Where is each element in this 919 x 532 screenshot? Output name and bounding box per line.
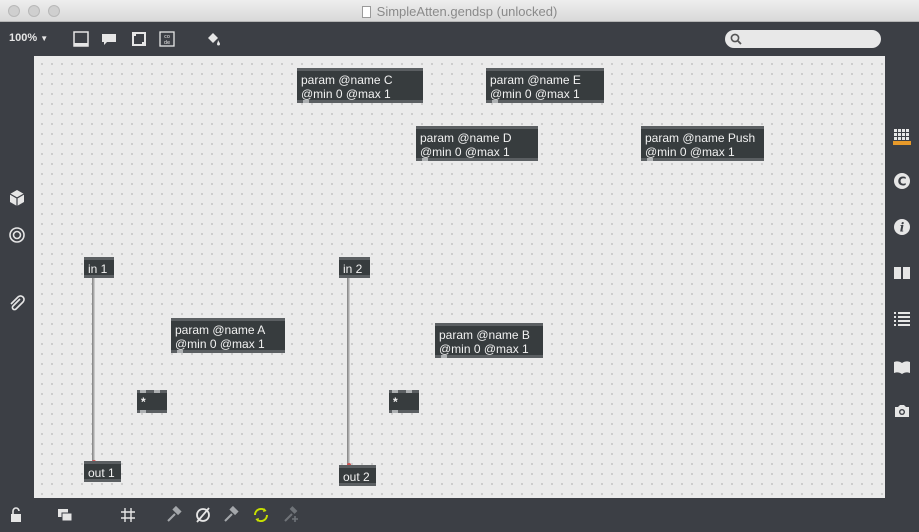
debug-hammer-icon[interactable]	[222, 506, 240, 524]
inlet[interactable]	[140, 390, 146, 393]
outlet[interactable]	[492, 100, 498, 103]
grid-palette-icon[interactable]	[893, 128, 911, 146]
null-icon[interactable]	[194, 506, 212, 524]
camera-icon[interactable]	[893, 402, 911, 420]
svg-text:i: i	[900, 221, 905, 235]
in-object-2[interactable]: in 2	[339, 257, 370, 278]
chevron-down-icon: ▼	[40, 34, 49, 43]
svg-text:co: co	[164, 34, 170, 40]
param-e-range: @min 0 @max 1	[490, 87, 580, 101]
inlet[interactable]	[406, 390, 412, 393]
info-icon[interactable]: i	[893, 218, 911, 236]
grid-icon[interactable]	[119, 506, 137, 524]
out-object-2[interactable]: out 2	[339, 465, 376, 486]
right-sidebar: C i	[885, 56, 919, 498]
param-object-push[interactable]: param @name Push @min 0 @max 1	[641, 126, 764, 161]
outlet[interactable]	[647, 158, 653, 161]
bottom-toolbar	[0, 498, 919, 532]
cube-icon[interactable]	[8, 189, 26, 207]
target-icon[interactable]	[8, 226, 26, 244]
list-icon[interactable]	[893, 310, 911, 328]
close-window-button[interactable]	[8, 5, 20, 17]
minimize-window-button[interactable]	[28, 5, 40, 17]
multiply-object-1[interactable]: *	[137, 390, 167, 413]
param-push-name: param @name Push	[645, 131, 756, 145]
param-object-d[interactable]: param @name D @min 0 @max 1	[416, 126, 538, 161]
param-push-range: @min 0 @max 1	[645, 145, 735, 159]
patch-cord-in2-out2[interactable]	[347, 275, 350, 468]
title-bar: SimpleAtten.gendsp (unlocked)	[0, 0, 919, 22]
param-object-e[interactable]: param @name E @min 0 @max 1	[486, 68, 604, 103]
out-2-label: out 2	[343, 470, 370, 484]
in-2-label: in 2	[343, 262, 363, 276]
param-object-c[interactable]: param @name C @min 0 @max 1	[297, 68, 423, 103]
param-d-range: @min 0 @max 1	[420, 145, 510, 159]
window-title: SimpleAtten.gendsp (unlocked)	[376, 4, 558, 19]
search-icon	[730, 33, 742, 45]
param-e-name: param @name E	[490, 73, 581, 87]
paperclip-icon[interactable]	[8, 295, 26, 313]
out-1-label: out 1	[88, 466, 115, 480]
in-1-label: in 1	[88, 262, 108, 276]
param-d-name: param @name D	[420, 131, 512, 145]
fullscreen-icon[interactable]	[131, 31, 147, 47]
add-patch-icon[interactable]	[282, 506, 300, 524]
patcher-canvas[interactable]: param @name C @min 0 @max 1 param @name …	[34, 56, 885, 498]
zoom-level: 100%	[9, 32, 38, 44]
reference-book-icon[interactable]	[893, 358, 911, 376]
multiply-2-label: *	[393, 395, 398, 409]
presentation-mode-icon[interactable]	[73, 31, 89, 47]
param-object-b[interactable]: param @name B @min 0 @max 1	[435, 323, 543, 358]
zoom-window-button[interactable]	[48, 5, 60, 17]
out-object-1[interactable]: out 1	[84, 461, 121, 482]
zoom-menu[interactable]: 100% ▼	[9, 32, 48, 44]
param-a-name: param @name A	[175, 323, 266, 337]
paint-bucket-icon[interactable]	[205, 31, 221, 47]
windows-icon[interactable]	[56, 506, 74, 524]
outlet[interactable]	[392, 410, 398, 413]
multiply-object-2[interactable]: *	[389, 390, 419, 413]
param-a-range: @min 0 @max 1	[175, 337, 265, 351]
svg-text:C: C	[898, 175, 907, 189]
svg-text:de: de	[164, 40, 170, 46]
param-c-range: @min 0 @max 1	[301, 87, 391, 101]
in-object-1[interactable]: in 1	[84, 257, 114, 278]
book-icon[interactable]	[893, 264, 911, 282]
inlet[interactable]	[154, 390, 160, 393]
outlet[interactable]	[177, 350, 183, 353]
hammer-icon[interactable]	[165, 506, 183, 524]
inlet[interactable]	[392, 390, 398, 393]
lock-icon[interactable]	[8, 506, 26, 524]
outlet[interactable]	[441, 355, 447, 358]
comment-icon[interactable]	[101, 31, 117, 47]
multiply-1-label: *	[141, 395, 146, 409]
param-b-range: @min 0 @max 1	[439, 342, 529, 356]
param-b-name: param @name B	[439, 328, 530, 342]
document-icon	[361, 6, 371, 18]
window-title-wrap: SimpleAtten.gendsp (unlocked)	[0, 4, 919, 19]
outlet[interactable]	[422, 158, 428, 161]
param-c-name: param @name C	[301, 73, 393, 87]
autorefresh-icon[interactable]	[252, 506, 270, 524]
left-sidebar	[0, 56, 34, 498]
param-object-a[interactable]: param @name A @min 0 @max 1	[171, 318, 285, 353]
outlet[interactable]	[140, 410, 146, 413]
outlet[interactable]	[303, 100, 309, 103]
c-icon[interactable]: C	[893, 172, 911, 190]
search-input[interactable]	[725, 30, 881, 48]
patch-cord-in1-out1[interactable]	[92, 275, 95, 465]
